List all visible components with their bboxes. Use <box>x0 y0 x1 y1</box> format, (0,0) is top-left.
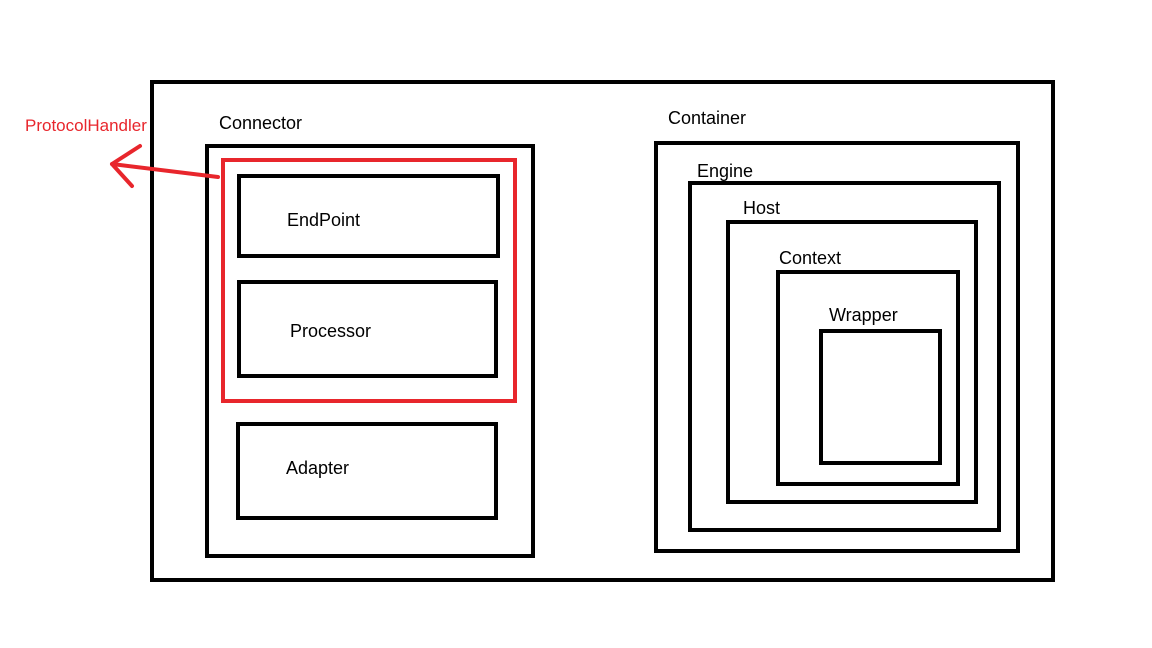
wrapper-box <box>819 329 942 465</box>
processor-box <box>237 280 498 378</box>
protocol-handler-box <box>221 158 517 403</box>
host-label: Host <box>743 198 781 218</box>
endpoint-box <box>237 174 500 258</box>
container-label: Container <box>668 108 747 128</box>
endpoint-label: EndPoint <box>287 210 361 230</box>
engine-label: Engine <box>697 161 754 181</box>
protocol-handler-label: ProtocolHandler <box>25 116 147 135</box>
engine-box <box>688 181 1001 532</box>
host-box <box>726 220 978 504</box>
connector-box <box>205 144 535 558</box>
adapter-box <box>236 422 498 520</box>
context-label: Context <box>779 248 842 268</box>
processor-label: Processor <box>290 321 372 341</box>
outer-frame <box>150 80 1055 582</box>
context-box <box>776 270 960 486</box>
connector-label: Connector <box>219 113 303 133</box>
wrapper-label: Wrapper <box>829 305 898 325</box>
container-box <box>654 141 1020 553</box>
adapter-label: Adapter <box>286 458 350 478</box>
